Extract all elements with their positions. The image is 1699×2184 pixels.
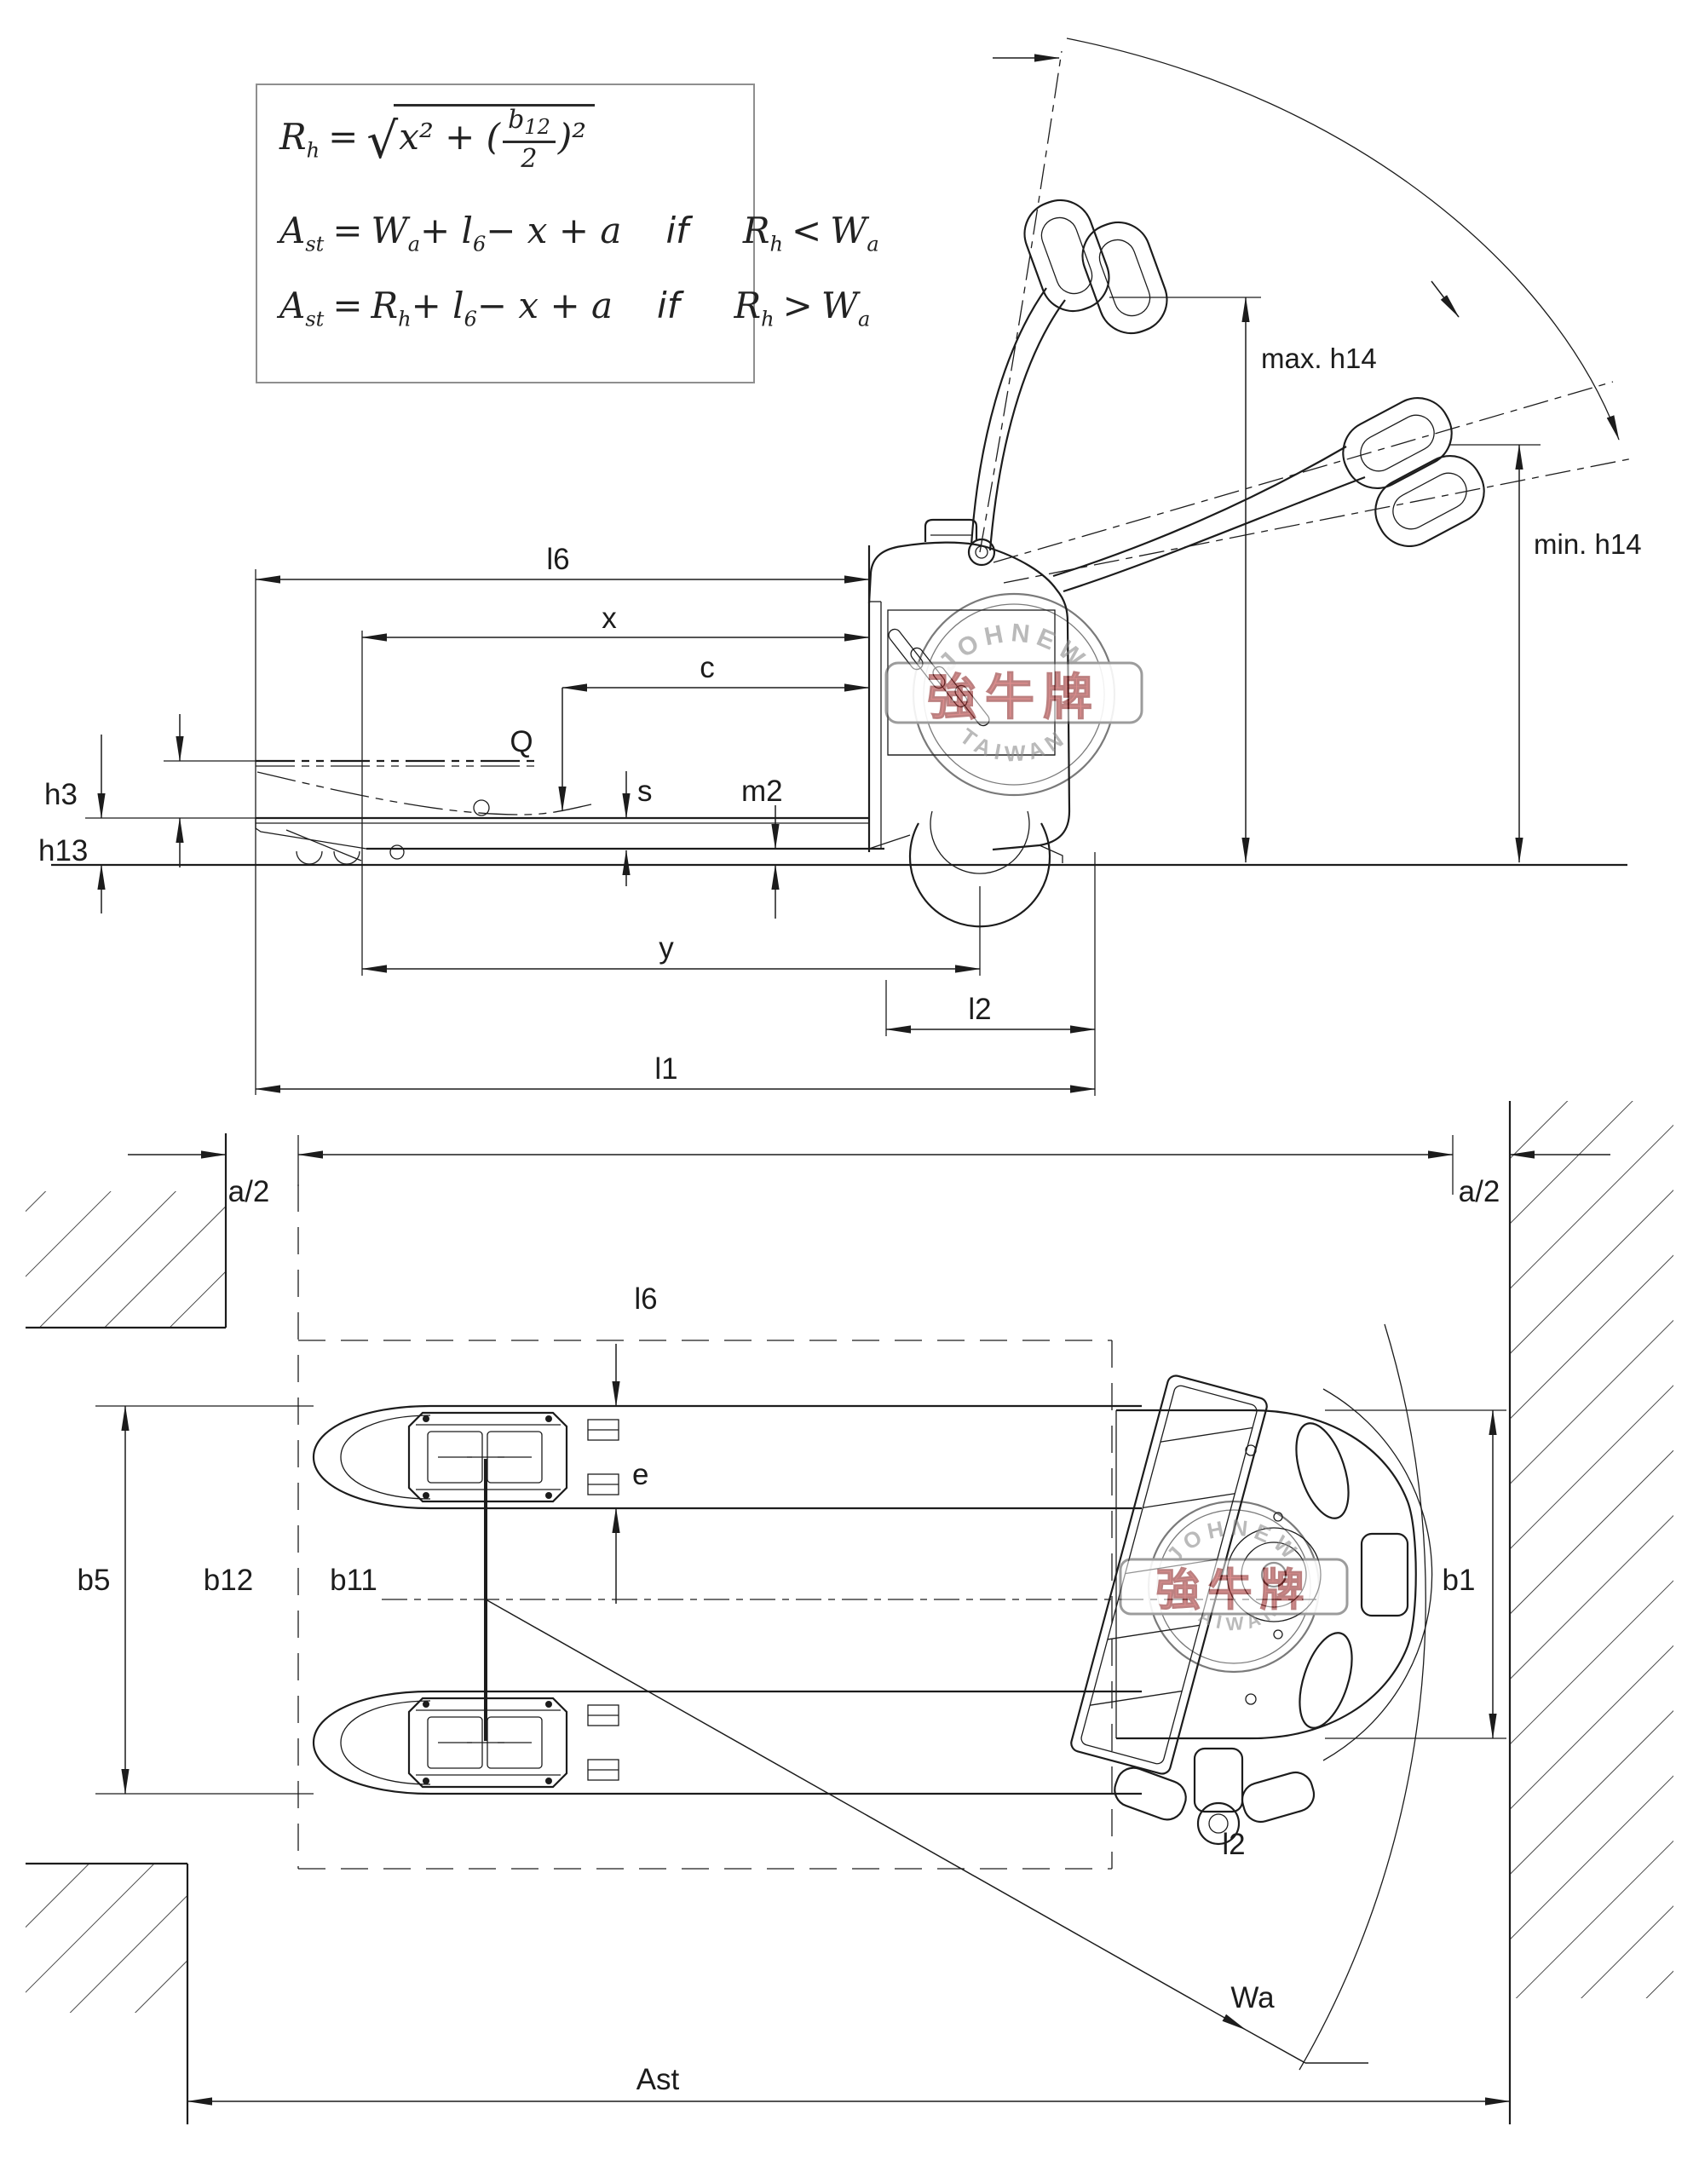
dim-label-a2-left: a/2 xyxy=(228,1175,270,1208)
svg-text:TAIWAN: TAIWAN xyxy=(955,723,1073,766)
condition-if: if xyxy=(657,285,680,327)
dim-label-l1: l1 xyxy=(654,1052,677,1086)
pallet-outline xyxy=(297,1184,1113,1870)
dim-label-h3: h3 xyxy=(44,778,78,811)
dim-label-ast: Ast xyxy=(636,2063,680,2096)
wall-upper-left xyxy=(26,1191,226,1328)
turning-radius xyxy=(485,1323,1426,2071)
wa-arc xyxy=(1299,1323,1426,2071)
dim-label-b11: b11 xyxy=(330,1564,377,1597)
side-dimensions xyxy=(97,569,1096,1096)
dim-row-a2 xyxy=(128,1135,1610,1195)
dim-label-l2-side: l2 xyxy=(968,993,991,1026)
dim-label-y: y xyxy=(659,931,674,965)
dim-label-l6-top: l6 xyxy=(634,1282,657,1316)
aisle-walls xyxy=(26,1101,1673,2124)
drive-wheel-top xyxy=(1360,1532,1409,1617)
side-fork-raised xyxy=(164,759,592,816)
tiller-swing-arc xyxy=(993,37,1620,441)
stamp-brand-cn: 強牛牌 xyxy=(1155,1565,1311,1616)
brand-watermark-top: JOHNEW TAIWAN 強牛牌 xyxy=(1119,1500,1349,1674)
dim-min-h14 xyxy=(1450,444,1541,863)
caster-assembly xyxy=(1114,1747,1316,1846)
top-forks xyxy=(312,1404,1316,1795)
load-roller-lower xyxy=(407,1697,619,1789)
rear-swing-envelope xyxy=(1322,1388,1433,1761)
dim-label-m2: m2 xyxy=(741,775,783,808)
brand-watermark-side: JOHNEW TAIWAN 強牛牌 xyxy=(884,592,1143,797)
dim-label-max-h14: max. h14 xyxy=(1261,343,1377,374)
stamp-arc-bottom-text: TAIWAN xyxy=(955,723,1067,766)
dim-label-a2-right: a/2 xyxy=(1459,1175,1500,1208)
dim-label-e: e xyxy=(632,1458,648,1491)
dim-label-b1: b1 xyxy=(1443,1564,1476,1597)
stamp-brand-cn: 強牛牌 xyxy=(927,668,1101,726)
side-tiller-raised xyxy=(970,50,1168,553)
dim-label-l2-top: l2 xyxy=(1222,1828,1245,1861)
side-fork-lowered xyxy=(85,816,884,865)
dim-label-h13: h13 xyxy=(38,834,88,867)
condition-if: if xyxy=(665,210,688,251)
dim-label-l6-side: l6 xyxy=(546,543,569,576)
radical-sign: √ xyxy=(366,112,399,170)
top-dimensions xyxy=(95,1344,1506,1795)
formula-var: R xyxy=(279,116,307,158)
dim-label-c: c xyxy=(700,651,715,684)
top-labels: a/2 a/2 l6 e b5 b12 b11 b1 l2 Wa Ast xyxy=(78,1175,1500,2096)
dim-label-wa: Wa xyxy=(1230,1981,1275,2014)
dim-label-b5: b5 xyxy=(78,1564,111,1597)
dim-label-q: Q xyxy=(510,725,533,758)
side-truck-body xyxy=(867,518,1071,928)
dim-max-h14 xyxy=(1109,297,1261,863)
load-roller-upper xyxy=(407,1411,619,1503)
dim-label-s: s xyxy=(637,775,653,808)
side-tiller-lowered xyxy=(993,381,1633,593)
dim-label-x: x xyxy=(602,602,617,635)
wall-right xyxy=(1510,1101,1673,1998)
side-labels: l6 x c Q s m2 h3 h13 y l2 l1 max. h14 mi… xyxy=(38,343,1642,1086)
dim-label-min-h14: min. h14 xyxy=(1534,528,1642,560)
dim-label-b12: b12 xyxy=(204,1564,253,1597)
top-view: a/2 a/2 l6 e b5 b12 b11 b1 l2 Wa Ast JOH… xyxy=(26,1101,1673,2124)
wall-lower-left xyxy=(26,1864,187,2013)
